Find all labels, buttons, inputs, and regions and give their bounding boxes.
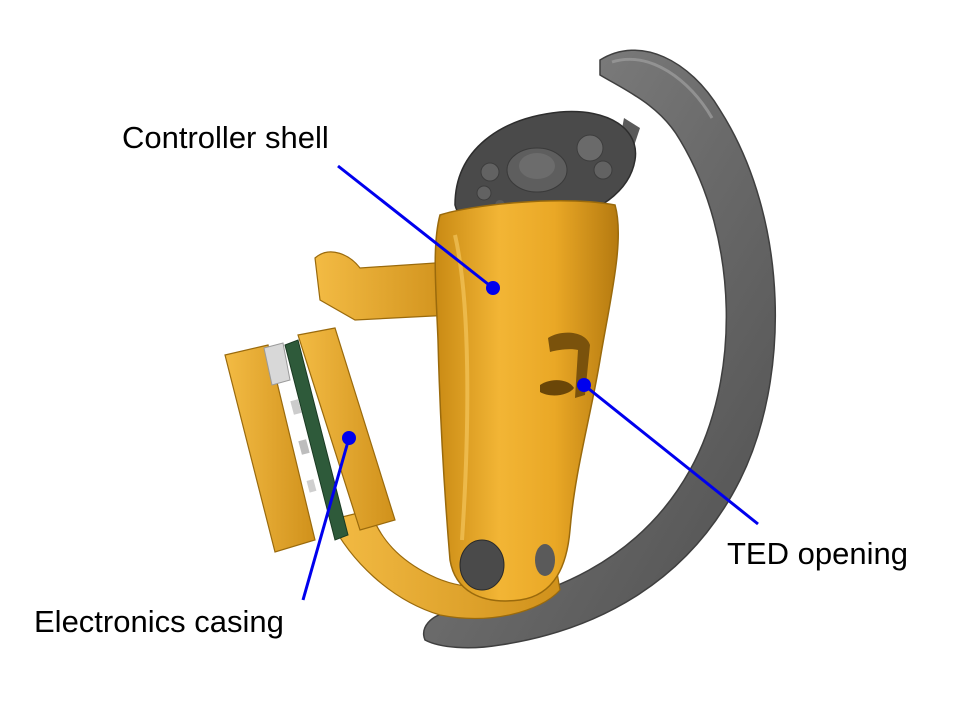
controller-shell-leader bbox=[337, 164, 494, 290]
ring-band bbox=[423, 49, 777, 649]
upper-arm bbox=[314, 251, 453, 321]
electronics-casing-label: Electronics casing bbox=[34, 604, 284, 639]
button-menu bbox=[480, 162, 500, 182]
ted-opening-leader bbox=[583, 383, 759, 526]
controller-shell-label: Controller shell bbox=[122, 120, 329, 155]
electronics-casing-leader bbox=[301, 437, 351, 601]
bottom-button bbox=[459, 539, 505, 591]
ted-opening-label: TED opening bbox=[727, 536, 908, 571]
casing-plate bbox=[224, 344, 316, 553]
controller-shell bbox=[434, 200, 620, 602]
thumbstick bbox=[519, 153, 555, 179]
leader-lines bbox=[301, 164, 759, 601]
ted-opening-dot bbox=[577, 378, 591, 392]
electronics-casing bbox=[224, 327, 396, 553]
button-b bbox=[593, 160, 613, 180]
controller-head bbox=[454, 110, 637, 229]
electronics-casing-dot bbox=[342, 431, 356, 445]
pcb bbox=[284, 339, 349, 541]
controller-shell-dot bbox=[486, 281, 500, 295]
button-a bbox=[576, 134, 604, 162]
